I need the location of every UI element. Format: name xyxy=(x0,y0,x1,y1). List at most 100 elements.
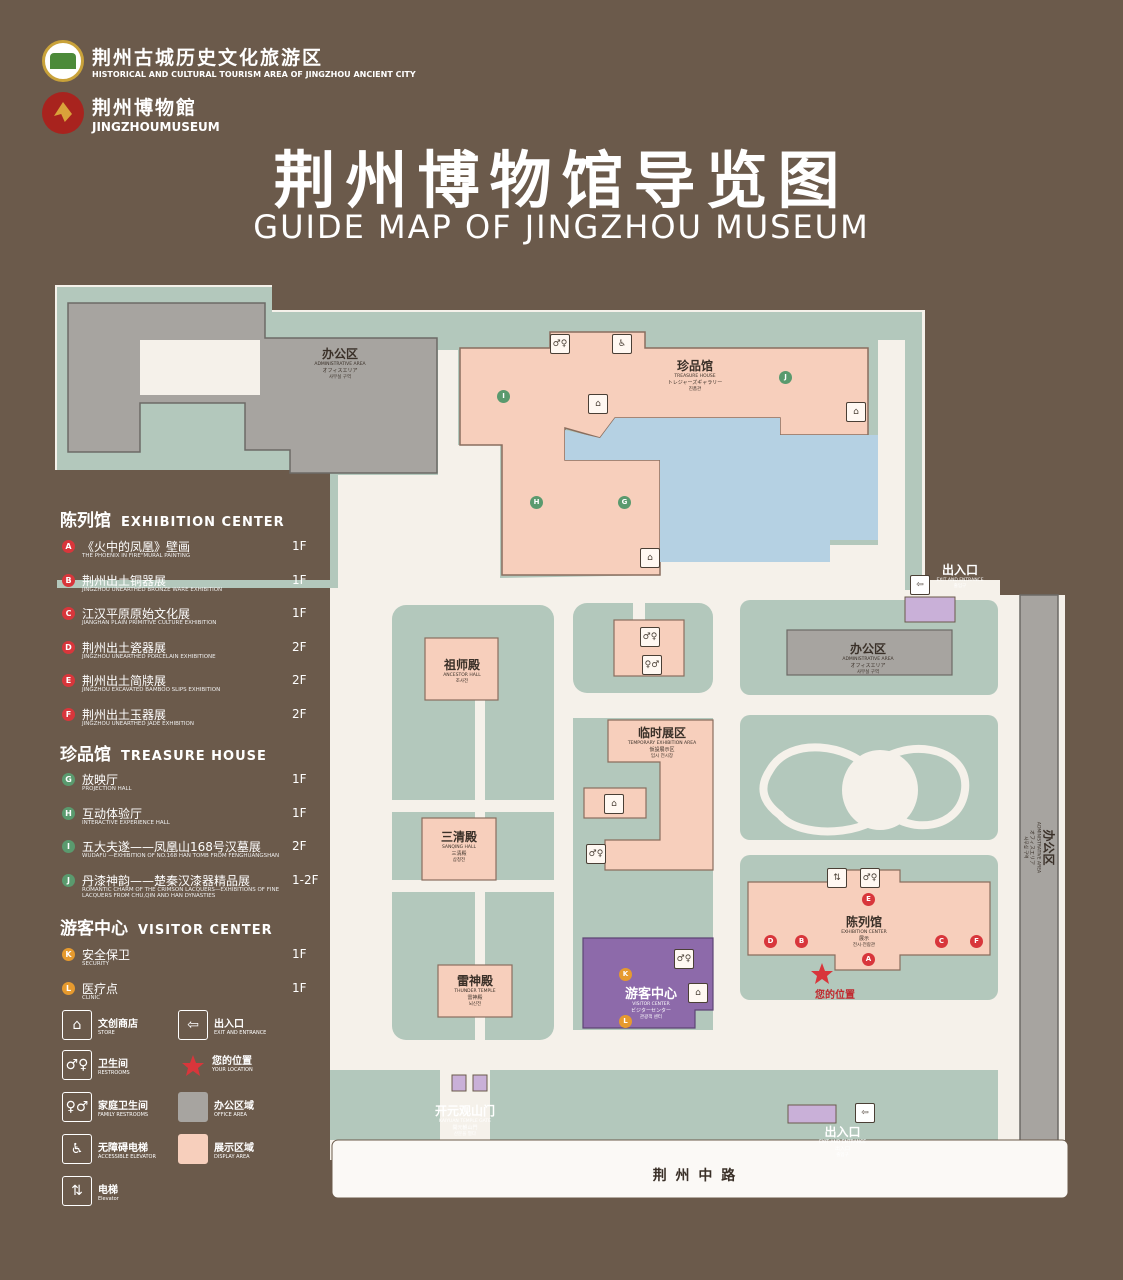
tourism-area-title: 荆州古城历史文化旅游区 xyxy=(92,47,324,69)
restroom-icon: ♂♀ xyxy=(550,334,570,354)
legend-item-name: 医疗点 xyxy=(82,981,119,996)
restroom-icon: ♂♀ xyxy=(62,1050,92,1080)
ancestor-hall xyxy=(424,637,499,701)
legend-item-floor: 1F xyxy=(292,772,307,786)
legend-item-name-en: JINGZHOU UNEARTHED JADE EXHIBITION xyxy=(82,720,194,727)
store-icon: ⌂ xyxy=(846,402,866,422)
entrance-east-icon: ⇦ xyxy=(910,575,930,595)
marker-h: H xyxy=(530,496,543,509)
family-restroom-icon: ♀♂ xyxy=(642,655,662,675)
entrance-gate-box-1 xyxy=(451,1074,467,1092)
legend-item-name: 荆州出土铜器展 xyxy=(82,573,167,588)
nw-garden-strip xyxy=(57,470,330,580)
logo-tourism-area: 荆州古城历史文化旅游区 HISTORICAL AND CULTURAL TOUR… xyxy=(42,40,416,82)
museum-name-en: JINGZHOUMUSEUM xyxy=(92,119,220,134)
pond xyxy=(565,418,878,562)
legend-item-name-en: SECURITY xyxy=(82,961,109,967)
office-mid-building xyxy=(786,629,953,676)
legend-item-name: 放映厅 xyxy=(82,773,119,787)
restroom-icon: ♂♀ xyxy=(586,844,606,864)
legend-item-name-en: CLINIC xyxy=(82,994,101,1001)
restroom-icon: ♂♀ xyxy=(640,627,660,647)
legend-item-floor: 1F xyxy=(292,980,307,995)
page-title: 荆州博物馆导览图 xyxy=(273,144,850,217)
marker-j: J xyxy=(779,371,792,384)
legend-item-name-en: ROMANTIC CHARM OF THE CRIMSON LACQUERS—E… xyxy=(82,886,280,899)
your-location-star-icon xyxy=(811,963,833,984)
legend-item-name-en: WUDAFU —EXHIBITION OF NO.168 HAN TOMB FR… xyxy=(82,853,280,859)
legend-badge: D xyxy=(62,640,75,654)
legend-item-floor: 2F xyxy=(292,839,307,853)
tourism-logo-icon xyxy=(42,40,84,82)
legend-item-name: 五大夫遂——凤凰山168号汉墓展 xyxy=(82,840,261,854)
display-area-swatch xyxy=(178,1134,208,1164)
legend-item-name: 丹漆神韵——楚秦汉漆器精品展 xyxy=(82,873,251,888)
your-location-label: 您的位置 xyxy=(815,990,855,1001)
museum-name: 荆州博物館 xyxy=(92,96,198,119)
legend-item-name-en: JIANGHAN PLAIN PRIMITIVE CULTURE EXHIBIT… xyxy=(82,620,217,626)
legend-item-name-en: THE PHOENIX IN FIRE"MURAL PAINTING xyxy=(82,553,191,559)
marker-a: A xyxy=(862,953,875,966)
legend-badge: J xyxy=(62,873,75,887)
legend-item-floor: 1F xyxy=(292,572,307,587)
legend-item-name: 荆州出土玉器展 xyxy=(82,707,167,722)
legend-item-name-en: PROJECTION HALL xyxy=(82,786,132,792)
marker-l: L xyxy=(619,1015,632,1028)
restroom-icon: ♂♀ xyxy=(674,949,694,969)
entrance-south-icon: ⇦ xyxy=(855,1103,875,1123)
sanqing-hall xyxy=(421,817,497,881)
legend-star-icon xyxy=(182,1055,204,1076)
accessible-elevator-icon: ♿ xyxy=(612,334,632,354)
marker-k: K xyxy=(619,968,632,981)
temporary-exhibition-building xyxy=(604,719,714,871)
office-area-swatch xyxy=(178,1092,208,1122)
legend-item-name-en: JINGZHOU EXCAVATED BAMBOO SLIPS EXHIBITI… xyxy=(82,687,221,693)
legend-badge: H xyxy=(62,806,75,820)
legend-badge: G xyxy=(62,773,75,786)
legend-item-floor: 1F xyxy=(292,805,307,820)
store-icon: ⌂ xyxy=(640,548,660,568)
legend-badge: E xyxy=(62,674,75,687)
legend-badge: L xyxy=(62,981,75,995)
museum-phoenix-logo-icon xyxy=(42,92,84,134)
page-subtitle: GUIDE MAP OF JINGZHOU MUSEUM xyxy=(253,208,870,246)
legend-item-name: 荆州出土瓷器展 xyxy=(82,640,167,655)
elevator-icon: ⇅ xyxy=(827,868,847,888)
accessible-elevator-icon: ♿ xyxy=(62,1134,92,1164)
legend-item-floor: 1-2F xyxy=(292,872,319,887)
legend-item-name: 《火中的凤凰》壁画 xyxy=(82,540,191,554)
legend-badge: A xyxy=(62,540,75,553)
store-icon: ⌂ xyxy=(588,394,608,414)
jingzhou-road xyxy=(331,1139,1069,1199)
legend-item-floor: 2F xyxy=(292,673,307,687)
legend-badge: C xyxy=(62,607,75,620)
legend-item-name: 荆州出土简牍展 xyxy=(82,674,167,688)
marker-g: G xyxy=(618,496,631,509)
legend-item-floor: 1F xyxy=(292,606,307,620)
